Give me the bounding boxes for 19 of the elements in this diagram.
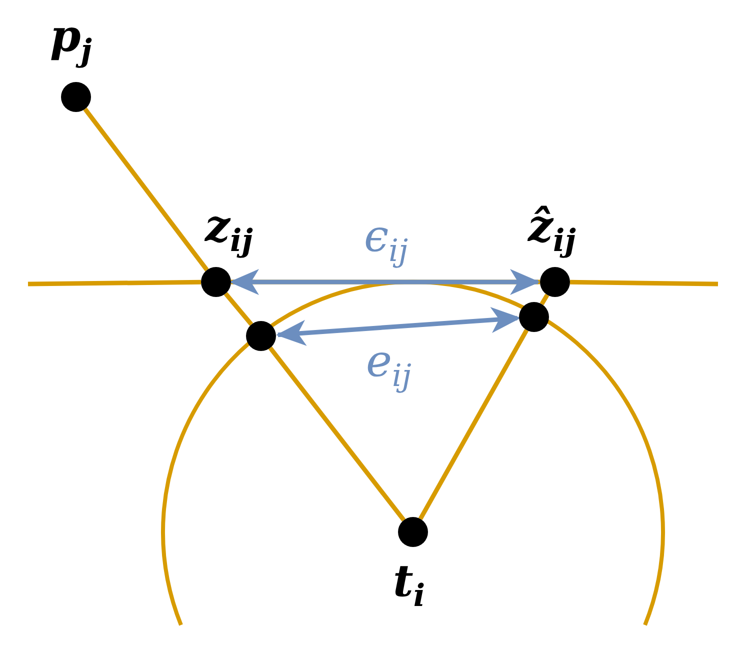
line bbox=[570, 280, 718, 286]
point-dot bbox=[61, 82, 91, 112]
point-dot bbox=[201, 267, 231, 297]
point-label: ẑ$_{ij}$ bbox=[528, 205, 576, 257]
point-dot bbox=[540, 267, 570, 297]
line bbox=[83, 108, 209, 272]
point-label: p$_{j}$ bbox=[50, 15, 92, 67]
double-arrow bbox=[229, 269, 540, 295]
line bbox=[540, 294, 550, 306]
line bbox=[418, 328, 529, 520]
double-arrow bbox=[276, 307, 522, 346]
line bbox=[28, 280, 202, 286]
line bbox=[224, 292, 254, 326]
point-dot bbox=[519, 302, 549, 332]
point-dot bbox=[398, 517, 428, 547]
point-label: z$_{ij}$ bbox=[205, 205, 253, 257]
point-label: t$_{i}$ bbox=[393, 560, 426, 612]
line bbox=[268, 346, 406, 522]
point-dot bbox=[246, 321, 276, 351]
